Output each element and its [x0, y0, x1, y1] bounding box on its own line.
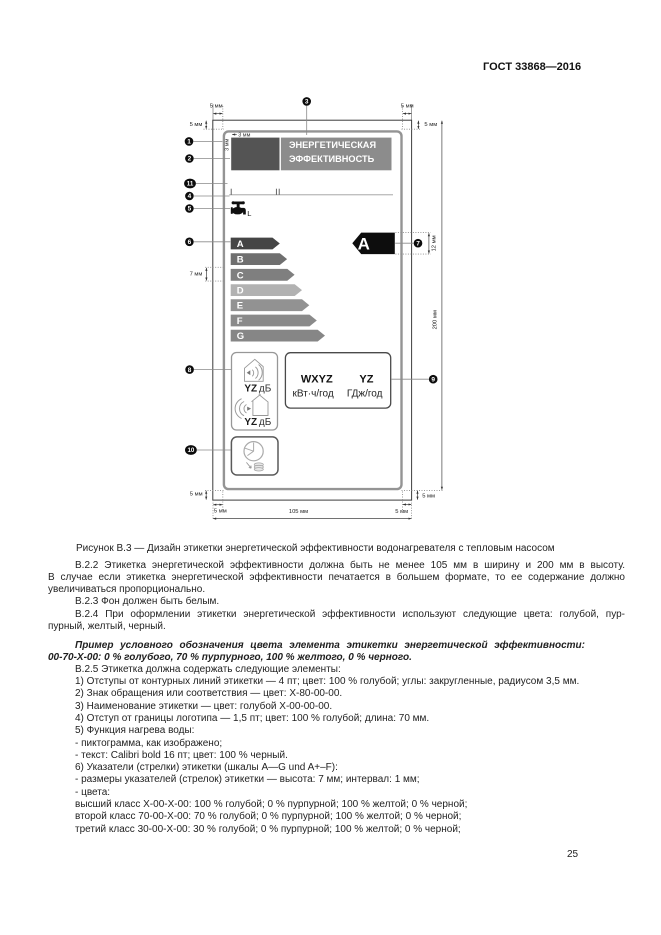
svg-text:10: 10 [187, 447, 194, 454]
svg-text:5 мм: 5 мм [424, 122, 437, 128]
svg-text:5 мм: 5 мм [210, 103, 223, 109]
svg-text:F: F [237, 316, 243, 327]
svg-text:9: 9 [431, 376, 435, 383]
svg-text:5 мм: 5 мм [190, 492, 203, 498]
svg-text:5 мм: 5 мм [190, 122, 203, 128]
svg-text:8: 8 [188, 367, 192, 374]
svg-text:ГДж/год: ГДж/год [347, 389, 383, 400]
svg-text:A: A [358, 235, 370, 254]
svg-text:B: B [237, 255, 244, 266]
svg-text:7 мм: 7 мм [190, 271, 203, 277]
svg-text:1: 1 [187, 139, 191, 146]
svg-text:3 мм: 3 мм [225, 139, 231, 151]
svg-text:5 мм: 5 мм [422, 493, 435, 499]
svg-text:ЭФФЕКТИВНОСТЬ: ЭФФЕКТИВНОСТЬ [289, 154, 375, 164]
svg-text:E: E [237, 301, 243, 312]
svg-text:7: 7 [416, 240, 420, 247]
svg-text:D: D [237, 286, 244, 297]
svg-text:3: 3 [305, 99, 309, 106]
svg-text:YZ: YZ [244, 417, 257, 428]
svg-text:дБ: дБ [259, 417, 272, 428]
svg-text:2: 2 [188, 156, 192, 163]
svg-text:ЭНЕРГЕТИЧЕСКАЯ: ЭНЕРГЕТИЧЕСКАЯ [289, 140, 376, 150]
svg-text:кВт·ч/год: кВт·ч/год [293, 389, 334, 400]
svg-text:WXYZ: WXYZ [301, 374, 333, 386]
svg-text:4: 4 [188, 193, 192, 200]
svg-text:L: L [247, 209, 251, 218]
svg-text:5 мм: 5 мм [395, 509, 408, 515]
svg-text:дБ: дБ [259, 383, 272, 394]
svg-text:YZ: YZ [244, 383, 257, 394]
svg-text:12 мм: 12 мм [431, 235, 437, 251]
svg-text:5 мм: 5 мм [401, 103, 414, 109]
svg-text:YZ: YZ [359, 374, 373, 386]
svg-text:G: G [237, 331, 244, 342]
svg-text:200 мм: 200 мм [433, 310, 439, 329]
svg-text:5: 5 [188, 206, 192, 213]
svg-text:C: C [237, 270, 244, 281]
svg-text:105 мм: 105 мм [289, 509, 308, 515]
svg-text:5 мм: 5 мм [214, 508, 227, 514]
svg-text:11: 11 [187, 181, 194, 188]
svg-text:6: 6 [188, 239, 192, 246]
svg-text:3 мм: 3 мм [238, 133, 250, 139]
svg-text:A: A [237, 239, 244, 250]
